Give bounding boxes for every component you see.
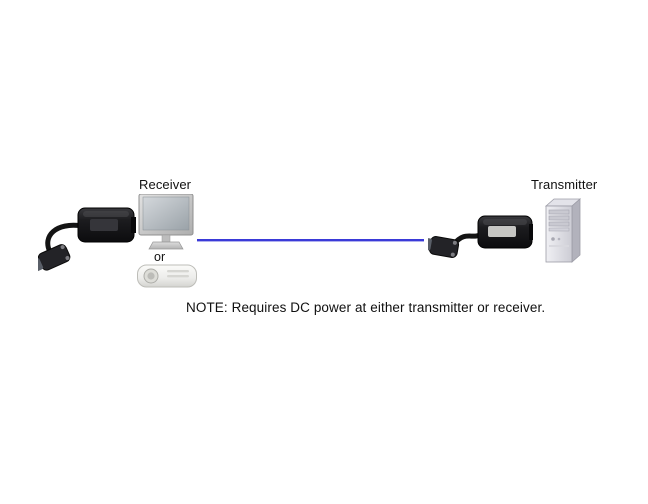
connection-line-segment xyxy=(197,239,424,242)
computer-tower-icon xyxy=(543,197,587,264)
or-label: or xyxy=(154,250,166,264)
monitor-icon xyxy=(138,194,194,252)
receiver-label: Receiver xyxy=(139,177,192,192)
receiver-device-icon xyxy=(38,202,138,272)
connection-line xyxy=(197,239,424,242)
transmitter-label: Transmitter xyxy=(531,177,598,192)
projector-icon xyxy=(137,262,197,291)
note-text: NOTE: Requires DC power at either transm… xyxy=(186,300,546,315)
transmitter-device-icon xyxy=(428,210,536,270)
